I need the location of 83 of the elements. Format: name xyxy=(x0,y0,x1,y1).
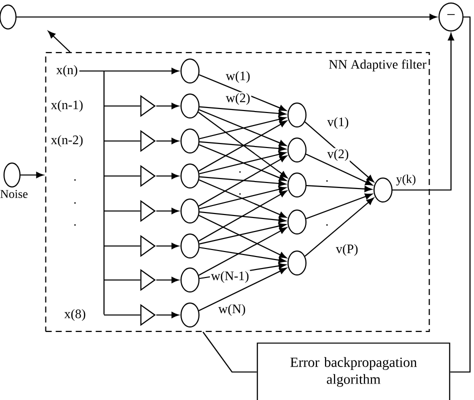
arrow xyxy=(48,30,70,52)
ellipsis-dot: . xyxy=(239,193,241,195)
connector-line xyxy=(104,245,140,247)
neuron-circle xyxy=(180,198,200,224)
ellipsis-dot: . xyxy=(239,171,241,173)
arrow xyxy=(79,68,179,74)
edge-label: v(2) xyxy=(326,148,350,162)
connector-line xyxy=(104,105,140,107)
connector-line xyxy=(104,175,140,177)
arrow xyxy=(306,185,372,192)
node-caption: y(k) xyxy=(396,174,416,186)
arrow xyxy=(156,276,179,284)
connector-line xyxy=(104,279,140,281)
arrow xyxy=(20,172,44,178)
edge-label: w(N) xyxy=(217,303,247,317)
arrow xyxy=(198,74,286,111)
arrow xyxy=(304,198,374,257)
node-caption: Noise xyxy=(0,190,28,198)
ellipsis-dot: . xyxy=(74,179,76,181)
neuron-circle xyxy=(180,94,200,118)
arrow xyxy=(156,208,179,214)
arrow xyxy=(199,116,286,140)
arrow xyxy=(198,120,287,172)
neuron-circle xyxy=(180,164,200,189)
arrow xyxy=(199,151,286,174)
connector-line xyxy=(450,16,471,373)
arrow xyxy=(198,268,287,312)
bus-line xyxy=(103,71,105,315)
ellipsis-dot: . xyxy=(326,224,328,226)
arrow xyxy=(199,246,286,264)
arrow xyxy=(198,144,286,181)
connector-line xyxy=(202,332,257,373)
ellipsis-dot: . xyxy=(326,180,328,182)
ellipsis-dot: . xyxy=(74,202,76,204)
arrow xyxy=(156,102,179,110)
arrow xyxy=(198,227,287,276)
arrow xyxy=(156,312,179,318)
arrow xyxy=(198,179,286,218)
ellipsis-dot: . xyxy=(74,224,76,226)
input-label: x(n) xyxy=(56,65,78,77)
edge-label: w(N-1) xyxy=(210,270,250,284)
arrow xyxy=(198,112,288,178)
arrow xyxy=(306,154,373,186)
neuron-circle xyxy=(180,58,200,84)
arrow xyxy=(306,193,372,220)
arrow xyxy=(304,122,374,182)
arrow xyxy=(199,186,286,210)
arrow xyxy=(199,106,286,117)
arrow xyxy=(156,172,179,180)
neuron-circle xyxy=(180,268,200,292)
arrow xyxy=(198,214,287,258)
connector-line xyxy=(104,314,140,316)
neuron-circle xyxy=(288,138,307,163)
arrow xyxy=(199,176,286,187)
input-label: x(8) xyxy=(64,309,86,321)
connector-line xyxy=(104,140,140,142)
edge-label: w(2) xyxy=(224,92,252,106)
arrow xyxy=(199,211,286,224)
arrow xyxy=(198,190,287,242)
input-label: x(n-2) xyxy=(50,135,83,147)
arrow xyxy=(198,109,286,146)
input-label: x(n-1) xyxy=(50,100,83,112)
neuron-circle xyxy=(180,234,200,258)
arrow xyxy=(156,242,179,250)
process-box: Error backpropagation algorithm xyxy=(256,342,450,400)
arrow xyxy=(198,156,287,206)
edge-label: w(1) xyxy=(224,70,252,84)
arrow xyxy=(156,138,179,144)
arrow xyxy=(199,141,286,152)
neuron-circle xyxy=(288,102,307,128)
edge-label: v(P) xyxy=(334,243,360,257)
arrow xyxy=(16,14,437,20)
neuron-circle xyxy=(180,302,200,328)
neuron-circle xyxy=(180,128,200,154)
neuron-circle xyxy=(288,172,307,198)
arrow xyxy=(199,222,286,244)
neuron-circle xyxy=(288,250,307,276)
edge-label: v(1) xyxy=(326,116,350,130)
signal-circle xyxy=(3,162,21,188)
connector-line xyxy=(104,210,140,212)
neuron-circle xyxy=(288,210,307,235)
arrow xyxy=(392,33,454,191)
neuron-circle xyxy=(374,178,393,203)
